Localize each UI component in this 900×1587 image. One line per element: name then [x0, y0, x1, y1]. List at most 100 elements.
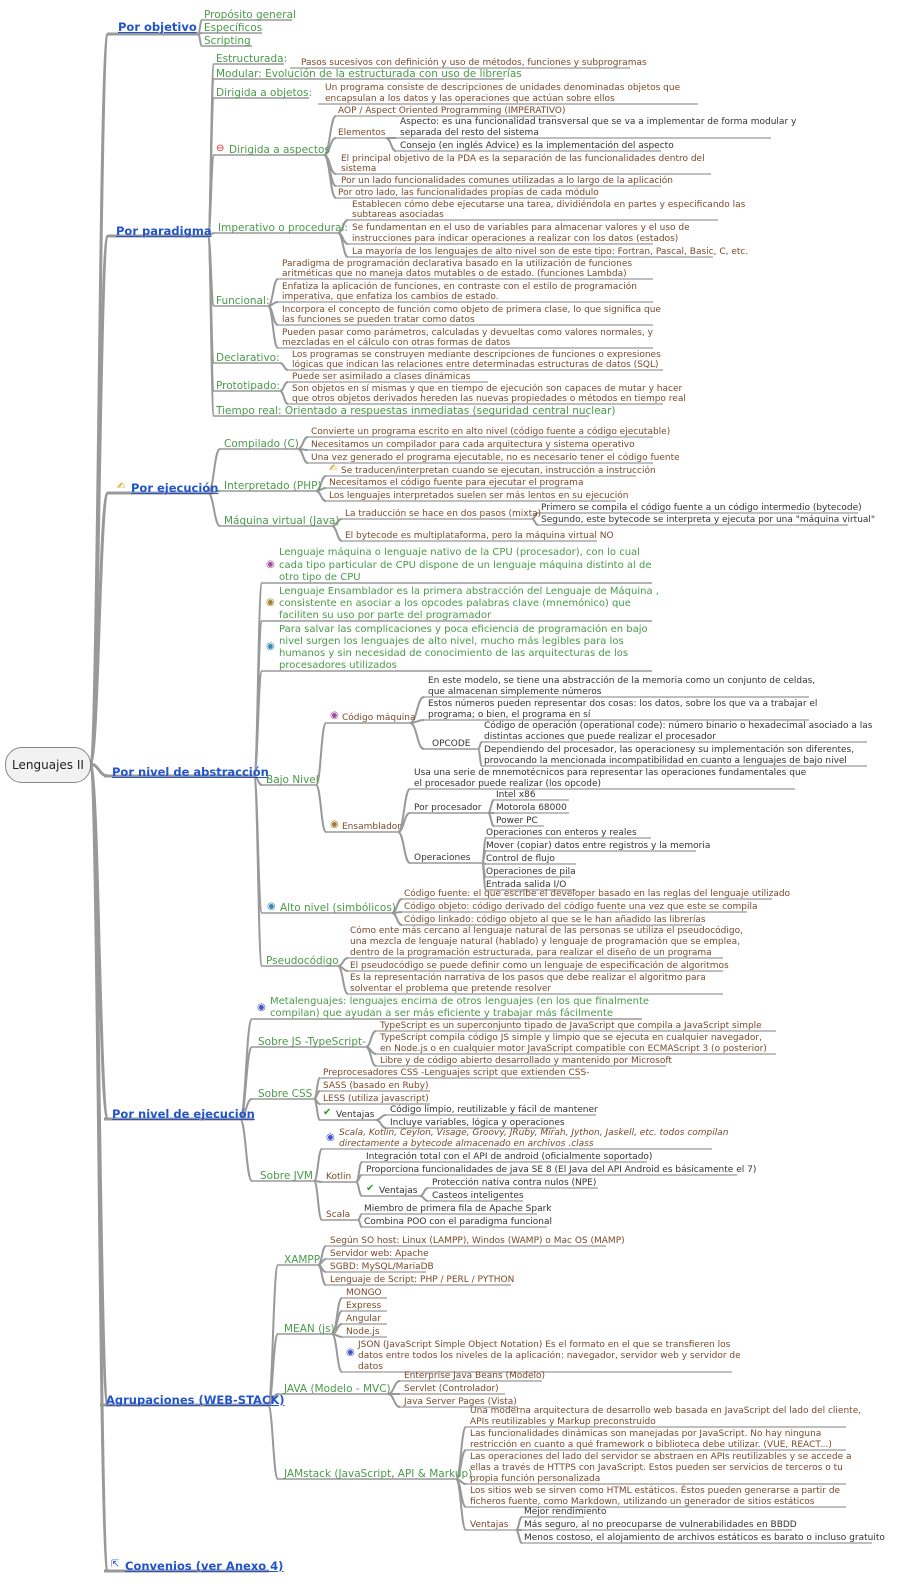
- maquina-virtual-node[interactable]: Máquina virtual (Java): [224, 515, 340, 527]
- connector-line: [391, 912, 403, 926]
- java-mvc-node[interactable]: JAVA (Modelo - MVC): [284, 1383, 391, 1395]
- prototipado-node[interactable]: Prototipado:: [216, 380, 280, 392]
- connector-line: [515, 1516, 523, 1531]
- modular-node[interactable]: Modular: Evolución de la estructurada co…: [216, 68, 522, 80]
- jvm-note: directamente a bytecode almacenado en ar…: [339, 1139, 594, 1149]
- js-leaf: TypeScript compila código JS simple y li…: [380, 1033, 762, 1043]
- branch-por-ejecucion[interactable]: Por ejecución: [131, 481, 219, 495]
- declarativo-node[interactable]: Declarativo:: [216, 352, 280, 364]
- procesador-leaf: Intel x86: [496, 790, 536, 800]
- jamstack-node[interactable]: JAMstack (JavaScript, API & Markup): [284, 1468, 473, 1480]
- kotlin-node[interactable]: Kotlin: [326, 1172, 352, 1182]
- branch-por-nivel-ejecucion[interactable]: Por nivel de ejecución: [112, 1107, 255, 1121]
- connector-line: [207, 154, 215, 237]
- info-icon: ◉: [330, 819, 339, 830]
- pseudocodigo-leaf: una mezcla de lenguaje natural (hablado)…: [350, 937, 741, 947]
- connector-line: [323, 154, 337, 199]
- connector-line: [197, 33, 203, 47]
- ensamblador-node[interactable]: Ensamblador: [342, 822, 402, 832]
- opcode-leaf: Código de operación (operational code): …: [484, 721, 873, 731]
- connector-line: [337, 957, 349, 967]
- branch-por-nivel-abstraccion[interactable]: Por nivel de abstracción: [112, 765, 269, 779]
- jamstack-ventaja-leaf: Mejor rendimiento: [524, 1507, 607, 1517]
- branch-por-paradigma[interactable]: Por paradigma: [116, 224, 212, 238]
- connector-line: [315, 490, 327, 502]
- mean-leaf: Angular: [346, 1314, 381, 1324]
- dirigida-aspectos-node[interactable]: Dirigida a aspectos: [229, 144, 330, 156]
- pseudocodigo-node[interactable]: Pseudocódigo: [266, 955, 339, 967]
- alto-nivel-leaf: Código linkado: código objeto al que se …: [404, 915, 706, 925]
- tiempo-real-node[interactable]: Tiempo real: Orientado a respuestas inme…: [216, 405, 616, 417]
- branch-convenios[interactable]: Convenios (ver Anexo 4): [125, 1559, 284, 1573]
- xampp-node[interactable]: XAMPP: [284, 1254, 321, 1266]
- jamstack-leaf: APIs reutilizables y Markup preconstruid…: [470, 1417, 656, 1427]
- mixta-node[interactable]: La traducción se hace en dos pasos (mixt…: [345, 509, 542, 519]
- scala-node[interactable]: Scala: [326, 1210, 351, 1220]
- info-icon: ◉: [257, 1002, 266, 1013]
- abstraccion-note: procesadores utilizados: [279, 660, 397, 671]
- estructurada-node[interactable]: Estructurada:: [216, 53, 288, 65]
- hand-icon: ✍: [329, 463, 338, 474]
- xampp-leaf: Servidor web: Apache: [330, 1249, 429, 1259]
- objetivo-item[interactable]: Específicos: [204, 22, 263, 34]
- css-ventajas-node[interactable]: Ventajas: [336, 1110, 375, 1120]
- bajo-nivel-node[interactable]: Bajo Nivel: [266, 774, 319, 786]
- por-procesador-node[interactable]: Por procesador: [414, 803, 482, 813]
- codigo-maquina-node[interactable]: Código máquina: [342, 713, 416, 723]
- imperativo-leaf: Establecen cómo debe ejecutarse una tare…: [352, 200, 746, 210]
- connector-line: [88, 762, 110, 1573]
- kotlin-ventajas-node[interactable]: Ventajas: [379, 1186, 418, 1196]
- pda-leaf: El principal objetivo de la PDA es la se…: [341, 154, 705, 164]
- connector-line: [267, 305, 279, 349]
- interpretado-node[interactable]: Interpretado (PHP): [224, 480, 322, 492]
- compilado-node[interactable]: Compilado (C): [224, 438, 299, 450]
- sobre-js-node[interactable]: Sobre JS -TypeScript-: [258, 1036, 366, 1048]
- abstraccion-note: otro tipo de CPU: [279, 572, 361, 583]
- aop-leaf: AOP / Aspect Oriented Programming (IMPER…: [338, 106, 566, 116]
- jamstack-leaf: Las operaciones del lado del servidor se…: [470, 1452, 852, 1462]
- root-node[interactable]: Lenguajes II: [5, 747, 91, 783]
- imperativo-leaf: Se fundamentan en el uso de variables pa…: [352, 223, 690, 233]
- elementos-node[interactable]: Elementos: [338, 128, 386, 138]
- metalenguajes-note: Metalenguajes: lenguajes encima de otros…: [270, 996, 650, 1007]
- info-icon: ◉: [266, 641, 275, 652]
- abstraccion-note: faciliten su uso por parte del programad…: [279, 610, 492, 621]
- json-leaf: datos: [358, 1362, 383, 1372]
- connector-line: [88, 491, 110, 766]
- objetivo-item[interactable]: Propósito general: [204, 9, 296, 21]
- jamstack-ventaja-leaf: Menos costoso, el alojamiento de archivo…: [524, 1533, 885, 1543]
- operaciones-node[interactable]: Operaciones: [414, 853, 471, 863]
- jamstack-ventajas-node[interactable]: Ventajas: [470, 1520, 509, 1530]
- connector-line: [315, 784, 327, 833]
- jamstack-leaf: Las funcionalidades dinámicas son maneja…: [470, 1429, 822, 1439]
- dirigida-objetos-node[interactable]: Dirigida a objetos:: [216, 87, 313, 99]
- compilado-leaf: Una vez generado el programa ejecutable,…: [311, 453, 680, 463]
- compilado-leaf: Convierte un programa escrito en alto ni…: [311, 427, 671, 437]
- alto-nivel-node[interactable]: Alto nivel (simbólicos): [280, 902, 396, 914]
- branch-por-objetivo[interactable]: Por objetivo: [118, 20, 197, 34]
- connector-line: [365, 1030, 377, 1048]
- json-leaf: JSON (JavaScript Simple Object Notation)…: [358, 1340, 731, 1350]
- funcional-node[interactable]: Funcional:: [216, 295, 270, 307]
- objetivo-item[interactable]: Scripting: [204, 35, 251, 47]
- css-ventaja-leaf: Incluye variables, lógica y operaciones: [390, 1118, 565, 1128]
- ensamblador-leaf: el procesador puede realizar (los opcode…: [414, 779, 602, 789]
- interpretado-leaf: Se traducen/interpretan cuando se ejecut…: [341, 466, 656, 476]
- mixta-leaf: Primero se compila el código fuente a un…: [541, 503, 862, 513]
- porunlado-leaf: Por un lado funcionalidades comunes util…: [341, 176, 674, 186]
- sobre-jvm-node[interactable]: Sobre JVM: [260, 1170, 313, 1182]
- info-icon: ◉: [330, 710, 339, 721]
- funcional-leaf: Pueden pasar como parámetros, calculadas…: [282, 328, 653, 338]
- sobre-css-node[interactable]: Sobre CSS: [258, 1088, 313, 1100]
- operacion-leaf: Control de flujo: [486, 854, 555, 864]
- branch-agrupaciones[interactable]: Agrupaciones (WEB-STACK): [106, 1393, 285, 1407]
- connector-line: [419, 1195, 429, 1202]
- mean-node[interactable]: MEAN (js): [284, 1323, 335, 1335]
- abstraccion-note: consistente en asociar a los opcodes pal…: [279, 598, 631, 609]
- opcode-node[interactable]: OPCODE: [432, 739, 471, 749]
- connector-line: [357, 1213, 363, 1221]
- imperativo-node[interactable]: Imperativo o procedural:: [218, 222, 348, 234]
- jamstack-leaf: propia función personalizada: [470, 1474, 601, 1484]
- connector-line: [487, 799, 495, 814]
- declarativo-leaf: Los programas se construyen mediante des…: [292, 350, 661, 360]
